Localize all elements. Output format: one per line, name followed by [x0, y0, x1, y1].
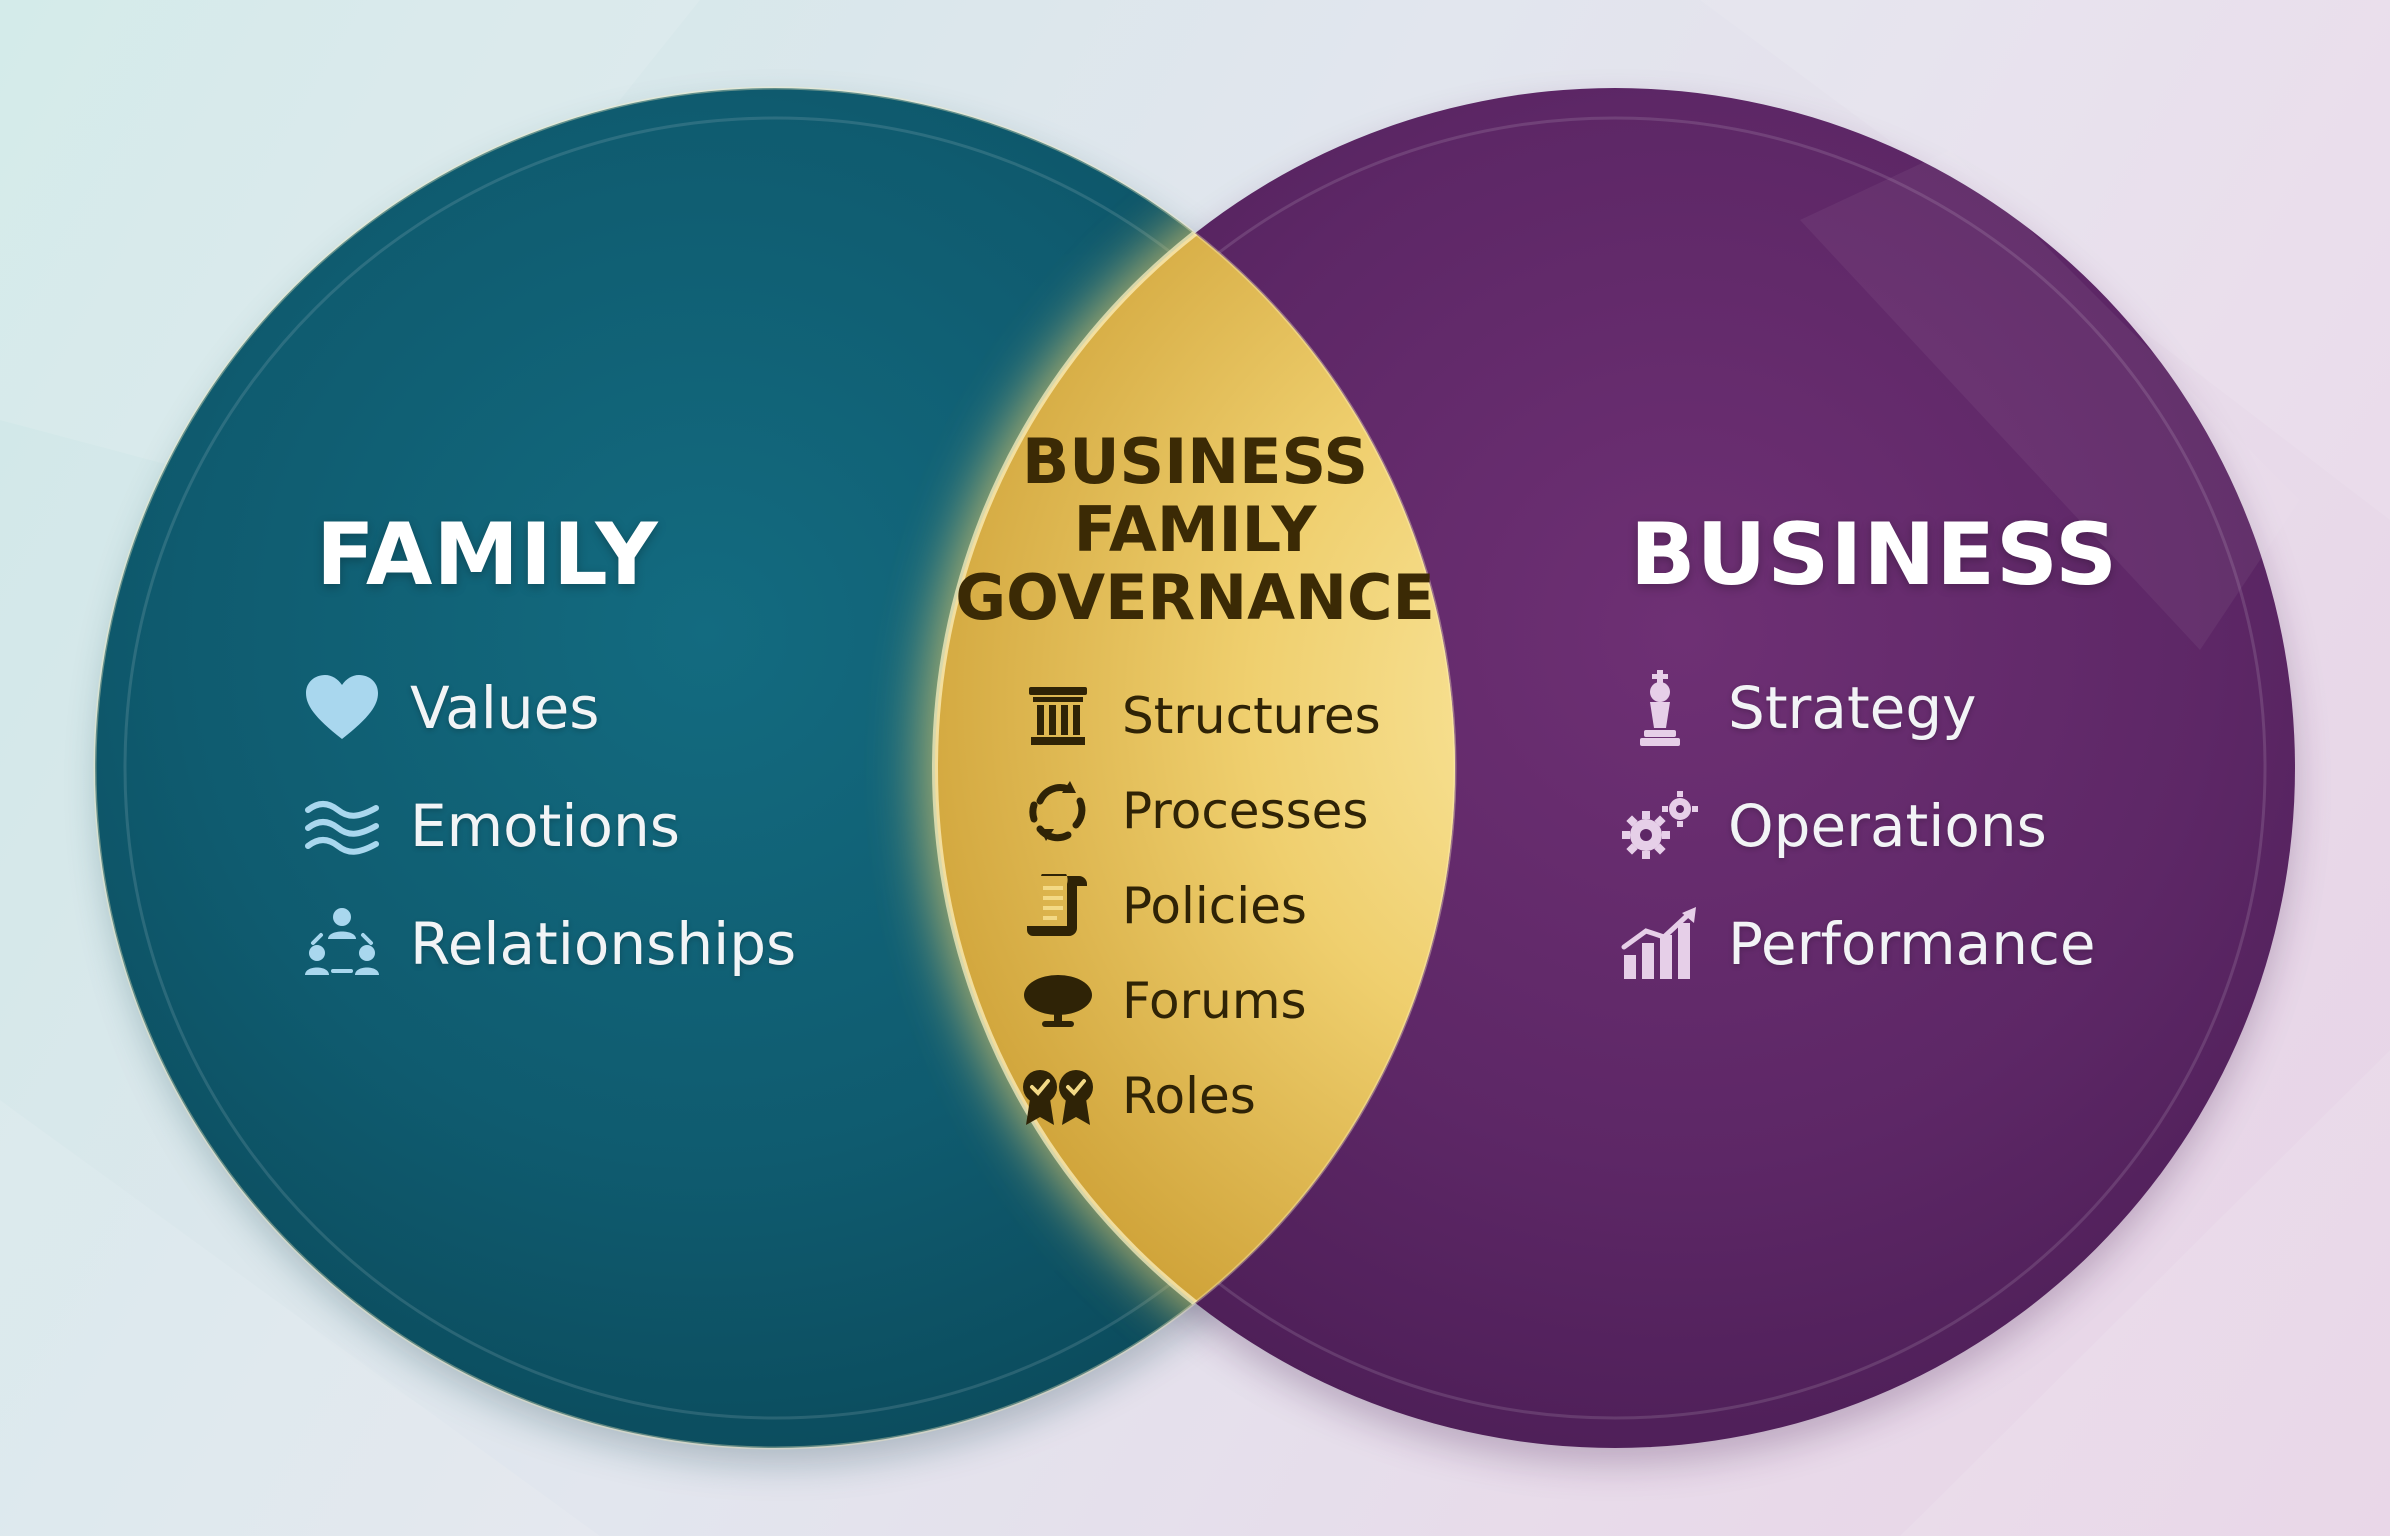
governance-title-line: FAMILY — [1073, 493, 1317, 566]
governance-item-label: Policies — [1122, 877, 1307, 935]
governance-item-policies: Policies — [1020, 872, 1307, 940]
award-badges-icon — [1020, 1062, 1096, 1130]
sheen — [1800, 150, 2300, 650]
governance-title-line: GOVERNANCE — [955, 561, 1435, 634]
cycle-arrows-icon — [1020, 777, 1096, 845]
business-item-operations: Operations — [1620, 786, 2047, 866]
heart-icon — [302, 668, 382, 748]
governance-item-structures: Structures — [1020, 682, 1381, 750]
bg-facet — [0, 1100, 600, 1536]
family-item-label: Values — [410, 674, 600, 742]
business-item-label: Operations — [1728, 792, 2047, 860]
business-title: BUSINESS — [1630, 505, 2119, 605]
pillar-icon — [1020, 682, 1096, 750]
scroll-icon — [1020, 872, 1096, 940]
governance-title-line: BUSINESS — [1021, 425, 1369, 498]
business-item-performance: Performance — [1620, 904, 2096, 984]
bg-facet — [1700, 0, 2390, 520]
governance-item-processes: Processes — [1020, 777, 1368, 845]
family-item-relationships: Relationships — [302, 904, 796, 984]
speech-bubble-icon — [1020, 967, 1096, 1035]
governance-item-roles: Roles — [1020, 1062, 1256, 1130]
governance-item-label: Forums — [1122, 972, 1307, 1030]
waves-icon — [302, 786, 382, 866]
family-item-emotions: Emotions — [302, 786, 680, 866]
governance-title: BUSINESS FAMILY GOVERNANCE — [895, 428, 1495, 632]
chess-king-icon — [1620, 668, 1700, 748]
business-item-strategy: Strategy — [1620, 668, 1977, 748]
family-title: FAMILY — [316, 505, 659, 605]
family-item-label: Relationships — [410, 910, 797, 978]
governance-item-forums: Forums — [1020, 967, 1307, 1035]
family-item-values: Values — [302, 668, 600, 748]
business-item-label: Performance — [1728, 910, 2096, 978]
governance-item-label: Roles — [1122, 1067, 1256, 1125]
bar-chart-growth-icon — [1620, 904, 1700, 984]
governance-item-label: Processes — [1122, 782, 1369, 840]
governance-item-label: Structures — [1122, 687, 1381, 745]
business-item-label: Strategy — [1728, 674, 1977, 742]
governance-lens — [935, 88, 1455, 1448]
bg-facet — [1900, 1050, 2390, 1536]
people-network-icon — [302, 904, 382, 984]
gears-icon — [1620, 786, 1700, 866]
family-item-label: Emotions — [410, 792, 680, 860]
